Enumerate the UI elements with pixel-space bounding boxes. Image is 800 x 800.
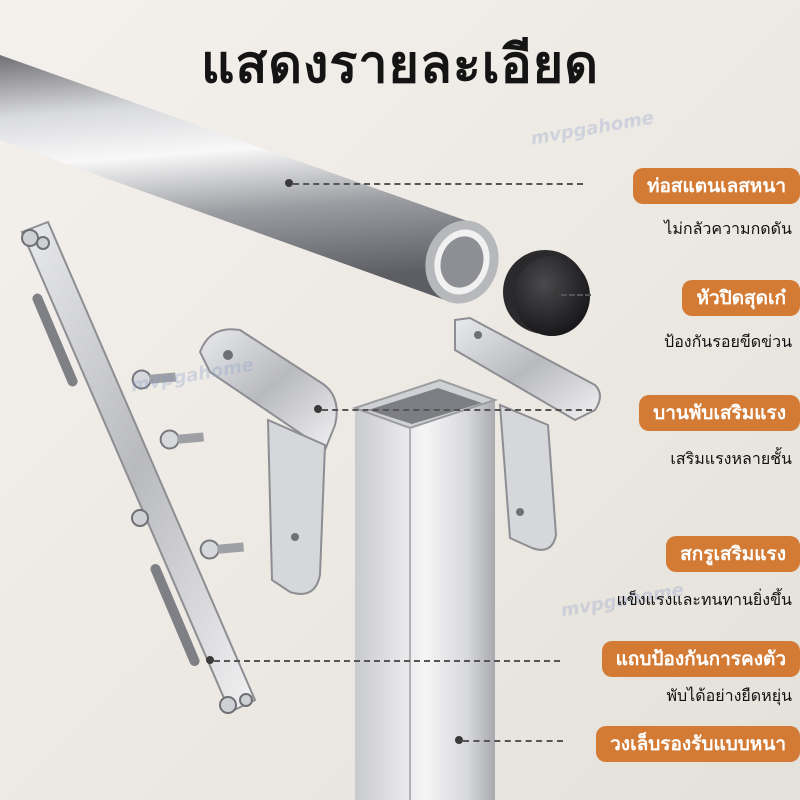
square-post	[351, 378, 499, 800]
leader-dot	[455, 736, 463, 744]
leader-dot	[314, 405, 322, 413]
feature-label: หัวปิดสุดเก๋	[682, 280, 800, 316]
feature-subtitle: ไม่กลัวความกดดัน	[664, 219, 792, 238]
feature-subtitle: เสริมแรงหลายชั้น	[670, 449, 792, 468]
feature-subtitle: แข็งแรงและทนทานยิ่งขึ้น	[616, 590, 792, 609]
hinge-left	[198, 328, 338, 595]
stainless-tube	[0, 55, 499, 304]
feature-label: สกรูเสริมแรง	[666, 536, 800, 572]
page-title: แสดงรายละเอียด	[200, 35, 600, 95]
leader-dot	[285, 179, 293, 187]
leader-dot	[206, 656, 214, 664]
feature-label: บานพับเสริมแรง	[639, 395, 800, 431]
hinge-right	[454, 316, 601, 551]
feature-label: วงเล็บรองรับแบบหนา	[596, 726, 800, 762]
leader-line	[293, 183, 583, 185]
screws	[131, 369, 244, 560]
feature-label: ท่อสแตนเลสหนา	[632, 168, 800, 204]
feature-subtitle: พับได้อย่างยืดหยุ่น	[666, 686, 792, 705]
leader-line	[463, 740, 563, 742]
feature-subtitle: ป้องกันรอยขีดข่วน	[664, 332, 792, 351]
anti-lock-strip	[20, 220, 257, 714]
leader-line	[561, 294, 591, 296]
leader-line	[322, 409, 592, 411]
leader-dot	[553, 290, 561, 298]
feature-label: แถบป้องกันการคงตัว	[601, 641, 800, 677]
leader-line	[214, 660, 560, 662]
end-cap	[503, 250, 590, 336]
